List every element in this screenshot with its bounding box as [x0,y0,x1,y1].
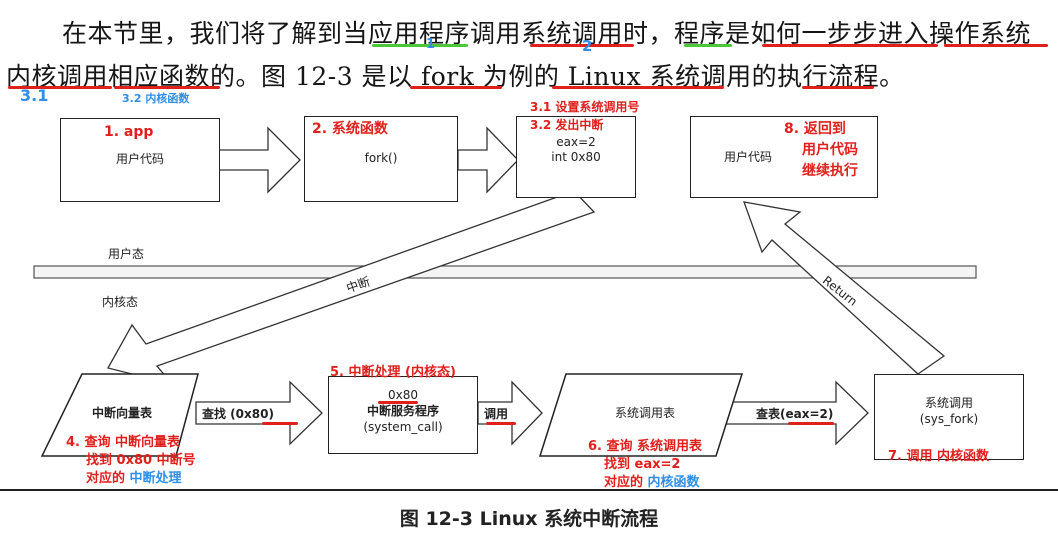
isr-line-3: (system_call) [363,420,443,434]
sct-note-3-highlight: 内核函数 [647,475,700,490]
sct-note-1: 6. 查询 系统调用表 [588,439,703,454]
sct-note-2: 找到 eax=2 [604,457,681,472]
kfn-note: 7. 调用 内核函数 [888,449,990,464]
return-note-2: 用户代码 [802,142,858,158]
arrow-app-to-syscall [217,126,301,194]
underline-kernel-call [8,86,112,89]
lookup-label: 查表(eax=2) [756,407,834,421]
ivt-note-2: 找到 0x80 中断号 [86,453,196,468]
kfn-line-2: (sys_fork) [919,412,979,426]
isr-line-1: 0x80 [387,388,418,402]
annotation-2: 2 [582,37,593,55]
user-mode-label: 用户态 [108,247,145,261]
int-line-1: eax=2 [556,135,596,149]
sct-label: 系统调用表 [614,406,675,420]
return-label: 用户代码 [723,150,772,164]
ivt-note-1: 4. 查询 中断向量表 [66,435,181,450]
return-note-3: 继续执行 [802,163,858,179]
kernel-mode-label: 内核态 [102,295,139,309]
annotation-3-2: 3.2 内核函数 [122,92,190,105]
intro-line-1: 在本节里，我们将了解到当应用程序调用系统调用时，程序是如何一步步进入操作系统 [62,19,1032,48]
syscall-function-box [304,116,458,202]
int-line-2: int 0x80 [551,150,601,164]
arrow-find [195,380,323,446]
app-label: 用户代码 [115,152,164,166]
figure-caption: 图 12-3 Linux 系统中断流程 [399,508,659,530]
isr-line-2: 中断服务程序 [366,404,439,418]
app-note: 1. app [104,124,154,140]
underline-corresponding-fn [114,86,220,89]
arrow-syscall-to-int [457,126,519,194]
underline-step-by-step [762,44,938,47]
underline-call [486,422,516,425]
return-user-code-box [690,116,878,198]
find-label: 查找 (0x80) [202,407,274,421]
underline-app-program [372,44,468,47]
underline-linux-syscall [552,86,724,89]
intro-text: 在本节里，我们将了解到当应用程序调用系统调用时，程序是如何一步步进入操作系统 内… [0,0,1058,105]
int-note-2: 3.2 发出中断 [530,118,604,132]
interrupt-service-box [328,376,478,454]
underline-0x80 [262,422,298,425]
underline-eax [788,422,834,425]
syscall-fn-note: 2. 系统函数 [312,121,388,137]
app-box [60,118,220,202]
int-note-1: 3.1 设置系统调用号 [530,100,640,114]
kernel-function-box [874,374,1024,460]
underline-isr-0x80 [378,401,418,404]
syscall-fn-label: fork() [364,151,398,165]
isr-note: 5. 中断处理 (内核态) [330,365,456,380]
underline-flow [802,86,874,89]
underline-system-call [530,44,634,47]
return-note-1: 8. 返回到 [784,121,846,137]
system-call-table [538,373,744,457]
underline-program [684,44,732,47]
ivt-note-3-highlight: 中断处理 [129,471,182,486]
interrupt-vector-table [40,373,199,457]
annotation-1: 1 [426,37,436,52]
arrow-lookup [723,380,869,446]
int-instruction-box [516,116,636,198]
ivt-note-3: 对应的 中断处理 [86,471,182,486]
user-kernel-boundary [33,265,977,279]
underline-fork-example [410,86,502,89]
underline-os [944,44,1048,47]
annotation-3-1: 3.1 [20,86,49,105]
call-label: 调用 [484,407,509,421]
sct-note-3: 对应的 内核函数 [604,475,700,490]
arrow-return [743,201,946,375]
kfn-line-1: 系统调用 [924,396,973,410]
arrow-call [477,380,543,446]
ivt-label: 中断向量表 [91,406,152,420]
